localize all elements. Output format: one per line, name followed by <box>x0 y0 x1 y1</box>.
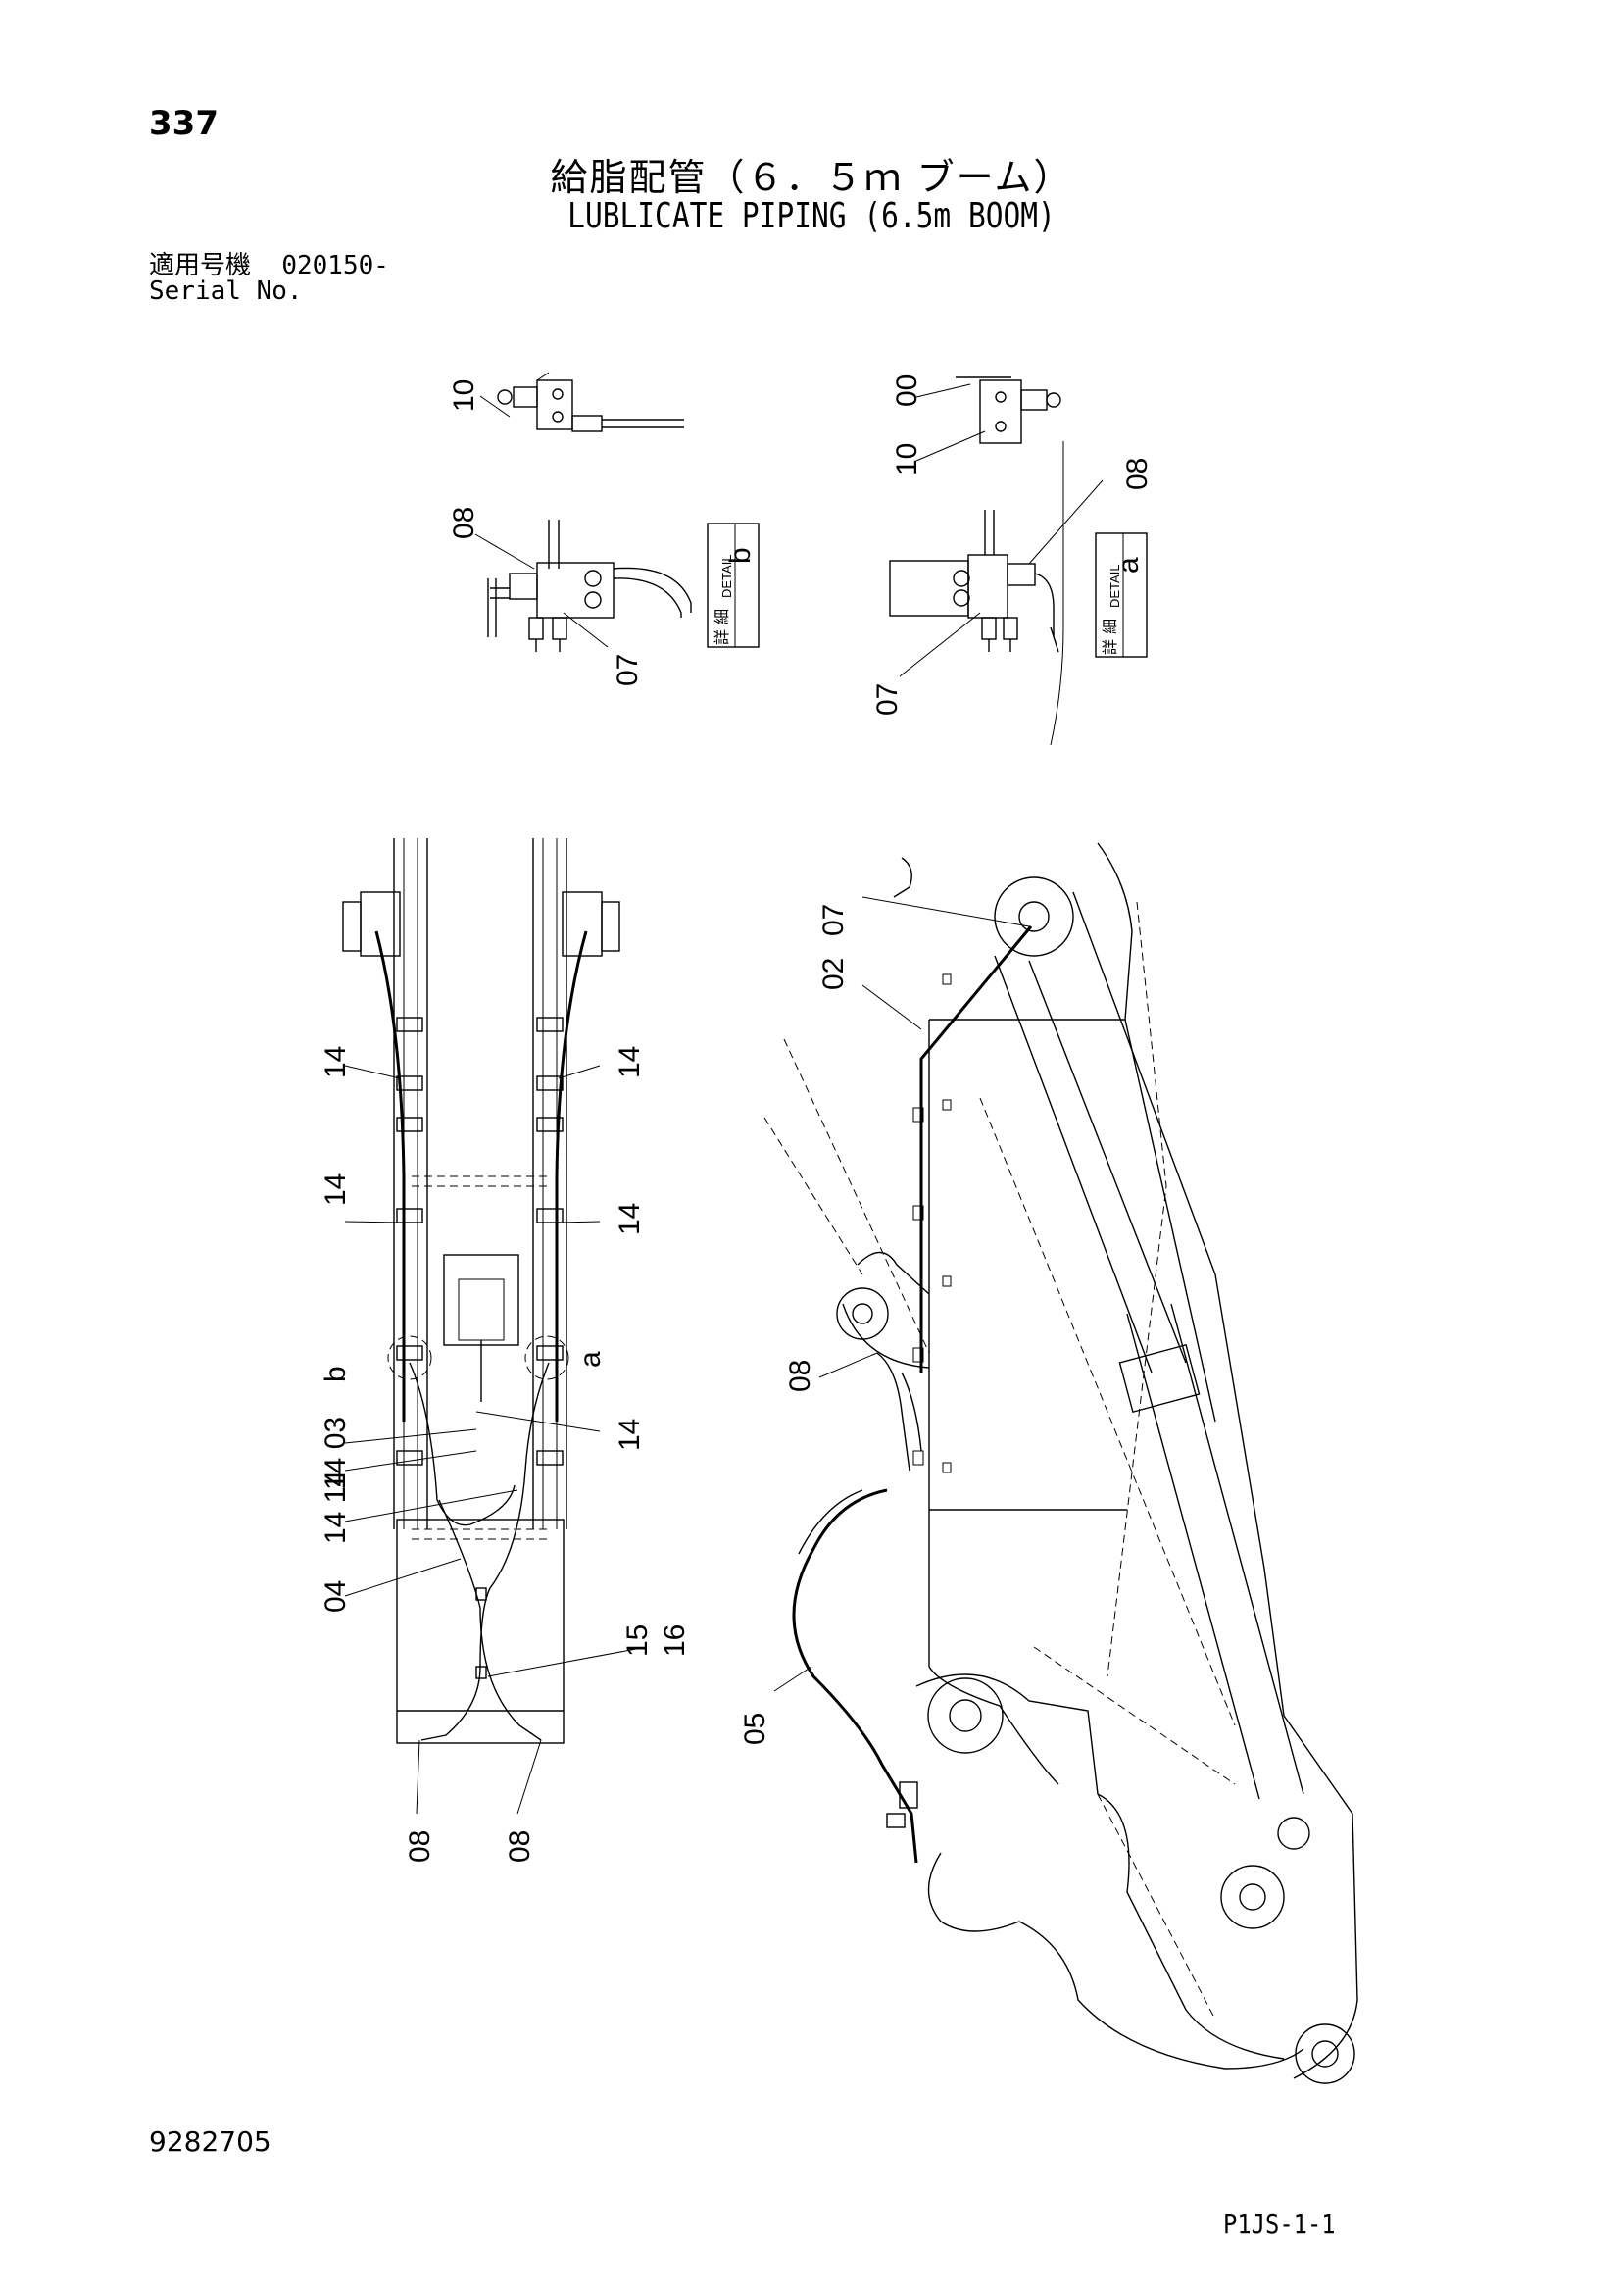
callout-plan-16: 16 <box>659 1624 691 1657</box>
callout-side-02: 02 <box>817 958 850 990</box>
page-title-english: LUBLICATE PIPING (6.5m BOOM) <box>567 196 1056 236</box>
callout-plan-14-c: 14 <box>614 1046 646 1078</box>
callout-a-00: 00 <box>891 374 923 407</box>
callout-plan-15: 15 <box>621 1624 654 1657</box>
callout-plan-04: 04 <box>320 1580 352 1613</box>
callout-a-07: 07 <box>871 683 904 716</box>
page-number: 337 <box>149 104 219 143</box>
callout-plan-08-right: 08 <box>504 1830 536 1863</box>
callout-plan-a: a <box>574 1351 607 1368</box>
serial-value: 020150- <box>281 251 389 280</box>
detail-a-word: DETAIL <box>1107 564 1122 608</box>
detail-a-kanji: 詳 細 <box>1101 619 1119 655</box>
detail-b-kanji: 詳 細 <box>713 609 731 645</box>
plan-view-drawing <box>342 838 648 1815</box>
callout-b-10: 10 <box>448 379 480 412</box>
side-view-drawing <box>763 842 1358 2084</box>
serial-block: 適用号機 020150- Serial No. <box>149 253 389 304</box>
detail-a-letter: a <box>1112 557 1145 574</box>
callout-plan-14-e: 14 <box>614 1419 646 1451</box>
detail-b-word: DETAIL <box>719 554 734 598</box>
callout-plan-08-left: 08 <box>404 1830 436 1863</box>
callout-b-07: 07 <box>612 654 644 686</box>
callout-b-08: 08 <box>448 507 480 539</box>
serial-label-japanese: 適用号機 <box>149 251 252 280</box>
callout-a-10: 10 <box>891 443 923 475</box>
callout-plan-14-a: 14 <box>320 1046 352 1078</box>
callout-plan-14-14: 14 14 <box>320 1471 352 1544</box>
callout-plan-14-b: 14 <box>320 1173 352 1206</box>
callout-side-08: 08 <box>784 1360 816 1392</box>
callout-side-05: 05 <box>739 1713 771 1745</box>
detail-a-drawing <box>889 376 1104 746</box>
detail-b-letter: b <box>724 547 757 564</box>
callout-a-08: 08 <box>1121 458 1154 490</box>
detail-a-label: a 詳 細 DETAIL <box>1095 532 1148 658</box>
callout-plan-b: b <box>320 1366 352 1382</box>
detail-b-drawing <box>474 372 692 652</box>
callout-plan-14-03: 14 03 <box>320 1417 352 1490</box>
sheet-code: P1JS-1-1 <box>1223 2208 1336 2240</box>
document-number: 9282705 <box>149 2125 271 2158</box>
callout-side-07: 07 <box>817 904 850 936</box>
page-title-japanese: 給脂配管（６．５ｍ ブーム） <box>550 156 1073 199</box>
callout-plan-14-d: 14 <box>614 1203 646 1235</box>
detail-b-label: b 詳 細 DETAIL <box>707 523 760 648</box>
serial-label-english: Serial No. <box>149 276 303 306</box>
